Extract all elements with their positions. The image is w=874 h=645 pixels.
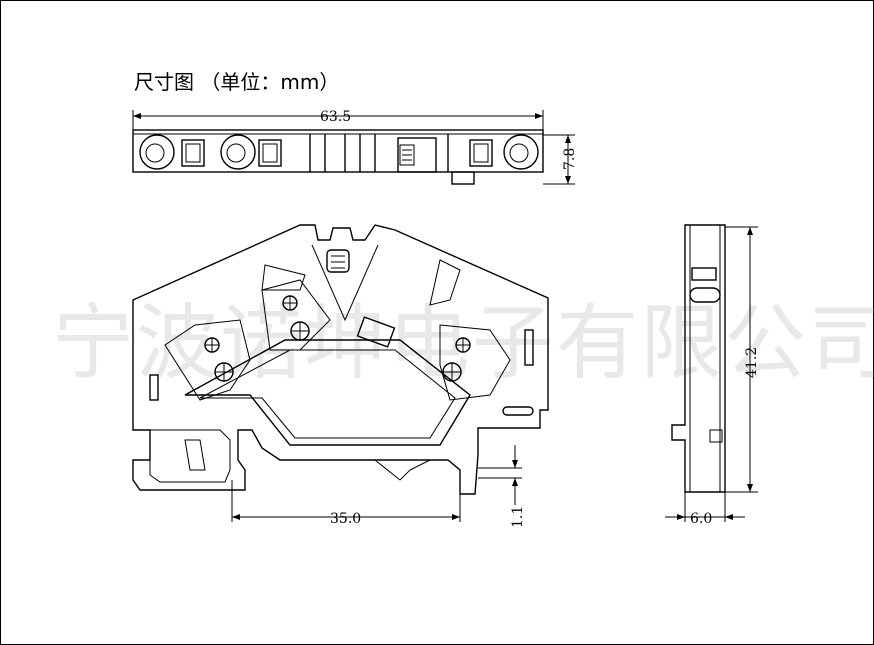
dim-side-height: 41.2: [744, 347, 760, 378]
side-view: 41.2 6.0: [665, 224, 760, 527]
dim-base-width: 35.0: [330, 511, 361, 527]
top-view: 63.5 7.8: [132, 109, 578, 185]
dim-side-width: 6.0: [690, 511, 712, 527]
dim-height-top: 7.8: [562, 148, 578, 170]
dim-width-top: 63.5: [320, 109, 351, 125]
dim-base-offset: 1.1: [510, 506, 526, 528]
front-view: 35.0 1.1: [132, 224, 549, 528]
drawing-title: 尺寸图 （单位：mm）: [134, 70, 340, 94]
